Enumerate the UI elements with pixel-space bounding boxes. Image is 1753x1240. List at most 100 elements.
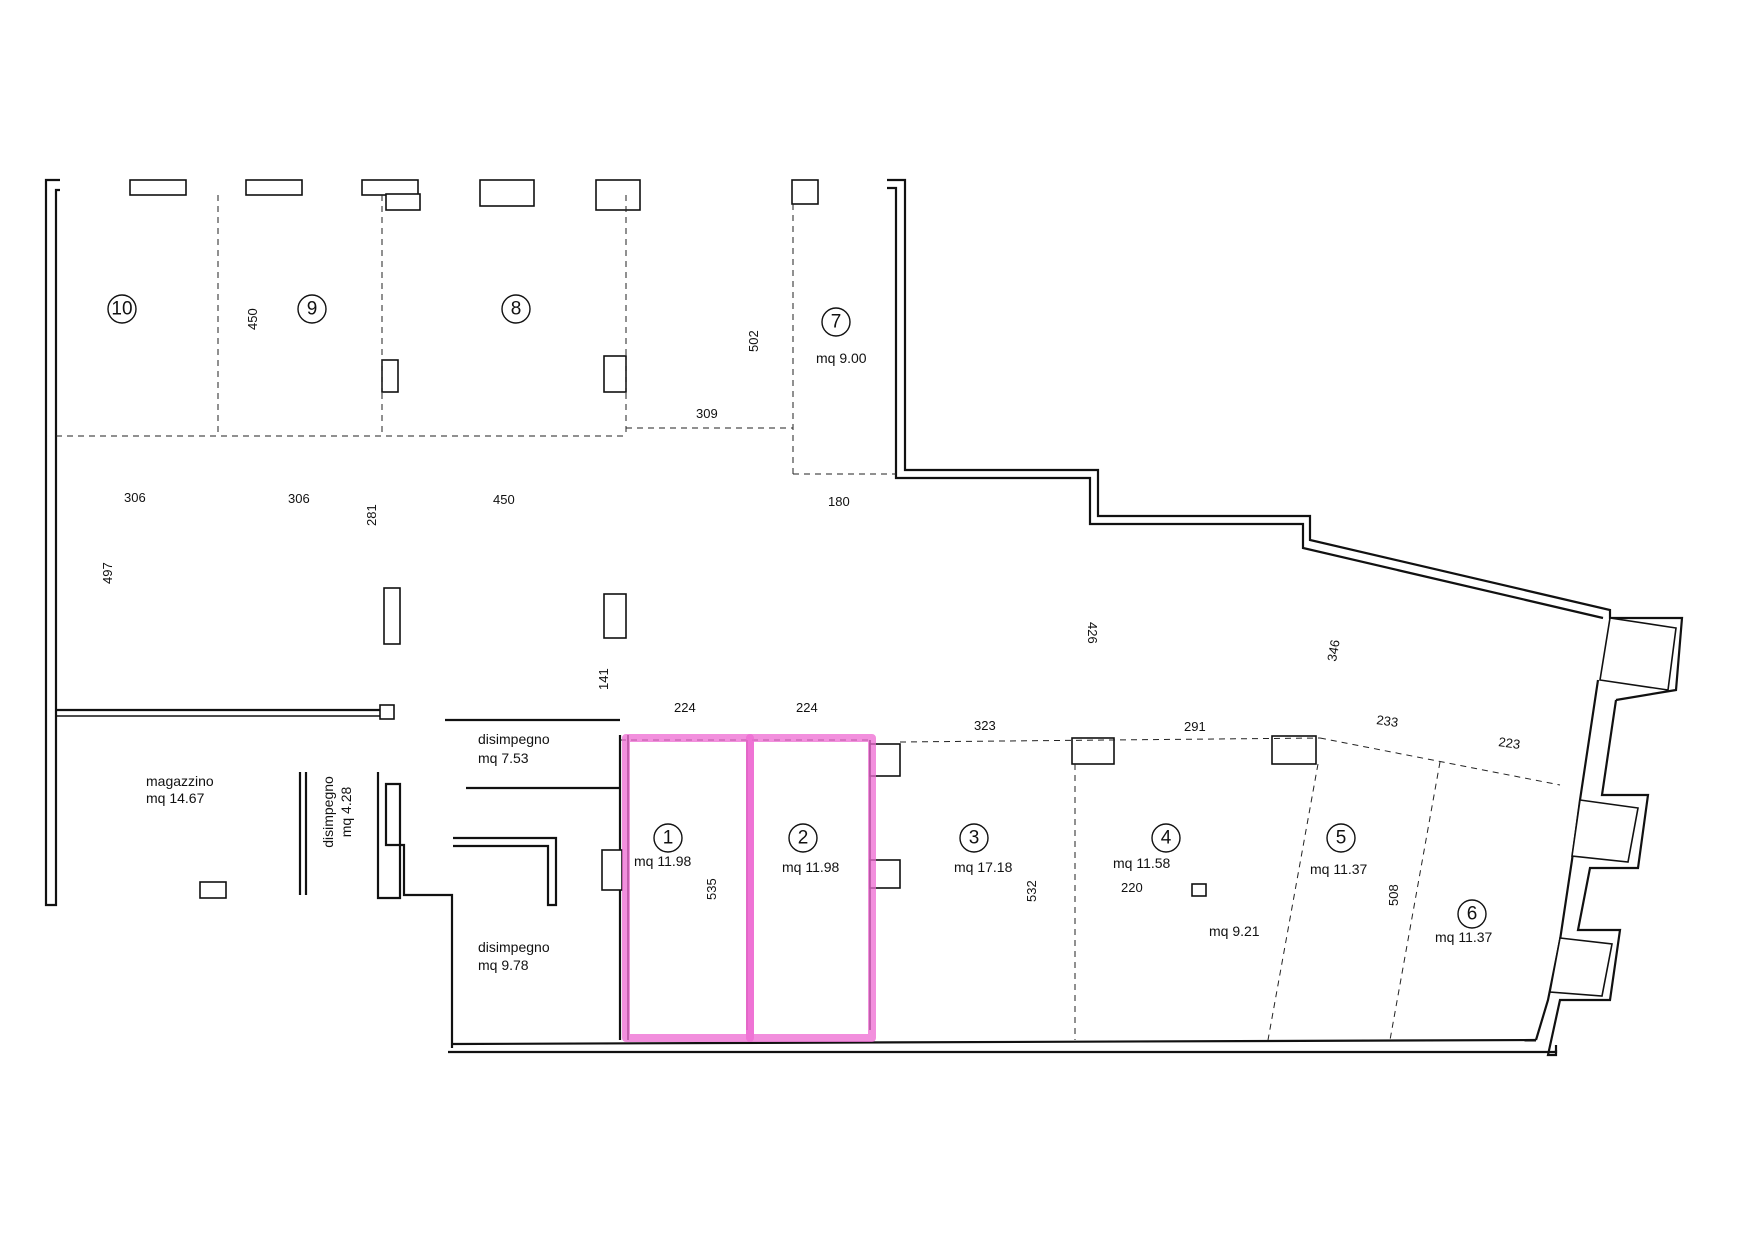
room-number-10: 10: [107, 294, 137, 324]
area-labels: mq 9.00 mq 11.98 mq 11.98 mq 17.18 mq 11…: [146, 350, 1493, 973]
room-number-8: 8: [501, 294, 531, 324]
wall-right-outer: [1546, 699, 1650, 1057]
window-7: [385, 193, 421, 211]
corridor-small-label: disimpegno: [320, 776, 336, 848]
corridor-small-area: mq 4.28: [338, 786, 354, 837]
room-number-6: 6: [1457, 899, 1487, 929]
svg-text:8: 8: [511, 299, 522, 320]
room-6-area: mq 11.37: [1435, 929, 1493, 945]
corridor-bottom-label: disimpegno: [478, 939, 550, 955]
column-10: [1191, 883, 1207, 897]
wall-bottom-inner: [451, 1038, 1537, 1046]
dim-497: 497: [100, 562, 115, 584]
dim-450-h: 450: [493, 492, 515, 507]
dash-rooms-top: [899, 737, 1321, 743]
dim-220: 220: [1121, 880, 1143, 895]
dash-room-4-5: [1267, 763, 1319, 1041]
corridor-bottom-area: mq 9.78: [478, 957, 529, 973]
dim-323: 323: [974, 718, 996, 733]
column-8: [1271, 735, 1317, 765]
svg-text:5: 5: [1336, 828, 1347, 849]
right-window-3: [1549, 937, 1613, 997]
room-number-7: 7: [821, 307, 851, 337]
dim-450-v: 450: [245, 308, 260, 330]
corridor-inner-l: [453, 836, 558, 907]
dim-306-a: 306: [124, 490, 146, 505]
outer-walls: [44, 178, 1684, 1057]
dimension-labels: 306 306 450 180 309 224 224 323 291 220 …: [100, 308, 1521, 906]
corridor-bottom-wall: [376, 772, 454, 1048]
window-5: [595, 179, 641, 211]
window-1: [129, 179, 187, 196]
dim-224-b: 224: [796, 700, 818, 715]
window-3: [361, 179, 419, 196]
dim-224-a: 224: [674, 700, 696, 715]
dashed-boundaries: [56, 195, 1561, 1041]
dim-309: 309: [696, 406, 718, 421]
magazzino-area: mq 14.67: [146, 790, 205, 806]
window-2: [245, 179, 303, 196]
svg-text:6: 6: [1467, 904, 1478, 925]
dim-502: 502: [746, 330, 761, 352]
svg-text:3: 3: [969, 828, 980, 849]
dim-306-b: 306: [288, 491, 310, 506]
dim-291: 291: [1184, 719, 1206, 734]
svg-text:2: 2: [798, 828, 809, 849]
columns: [199, 355, 1317, 899]
column-1: [381, 359, 399, 393]
column-2: [603, 355, 627, 393]
svg-text:9: 9: [307, 299, 318, 320]
column-3: [383, 587, 401, 645]
wall-wing-outer: [887, 178, 1684, 702]
right-window-1: [1599, 617, 1677, 691]
wall-right-inner: [1534, 679, 1600, 1041]
room-2-area: mq 11.98: [782, 859, 840, 875]
wall-left: [44, 178, 60, 907]
dim-233: 233: [1376, 712, 1400, 730]
room-3-area: mq 17.18: [954, 859, 1013, 875]
right-window-2: [1571, 799, 1639, 863]
column-9: [199, 881, 227, 899]
highlight-room-2: [746, 734, 876, 1042]
window-6: [791, 179, 819, 205]
room-number-3: 3: [959, 823, 989, 853]
dim-535: 535: [704, 878, 719, 900]
column-4: [603, 593, 627, 639]
dim-346: 346: [1324, 639, 1343, 663]
room-numbers: 10 9 8 7 1 2 3 4 5 6: [107, 294, 1487, 929]
dim-532: 532: [1024, 880, 1039, 902]
highlight-rooms-1-2: [622, 734, 876, 1042]
dim-223: 223: [1498, 734, 1522, 752]
svg-text:7: 7: [831, 312, 842, 333]
dash-rooms-top-right: [1319, 737, 1561, 786]
dim-426: 426: [1085, 622, 1100, 644]
room-number-5: 5: [1326, 823, 1356, 853]
room-4-area: mq 11.58: [1113, 855, 1171, 871]
corridor-top-label: disimpegno: [478, 731, 550, 747]
dim-141: 141: [596, 668, 611, 690]
extra-area: mq 9.21: [1209, 923, 1260, 939]
svg-text:4: 4: [1161, 828, 1172, 849]
room-number-2: 2: [788, 823, 818, 853]
corridor-pillar-1: [379, 704, 395, 720]
highlight-room-1: [622, 734, 754, 1042]
right-windows: [1549, 617, 1677, 997]
room-7-area: mq 9.00: [816, 350, 867, 366]
top-windows: [129, 179, 819, 211]
dim-281: 281: [364, 504, 379, 526]
room-number-1: 1: [653, 823, 683, 853]
window-4: [479, 179, 535, 207]
room-number-9: 9: [297, 294, 327, 324]
room-1-area: mq 11.98: [634, 853, 692, 869]
room-5-area: mq 11.37: [1310, 861, 1368, 877]
svg-text:10: 10: [111, 299, 132, 320]
wall-bottom: [448, 1045, 1558, 1054]
svg-text:1: 1: [663, 828, 674, 849]
dim-180: 180: [828, 494, 850, 509]
wall-wing-inner: [887, 186, 1604, 620]
magazzino-label: magazzino: [146, 773, 214, 789]
corridor-top-area: mq 7.53: [478, 750, 529, 766]
room-number-4: 4: [1151, 823, 1181, 853]
corridor-pillar-2: [601, 849, 623, 891]
